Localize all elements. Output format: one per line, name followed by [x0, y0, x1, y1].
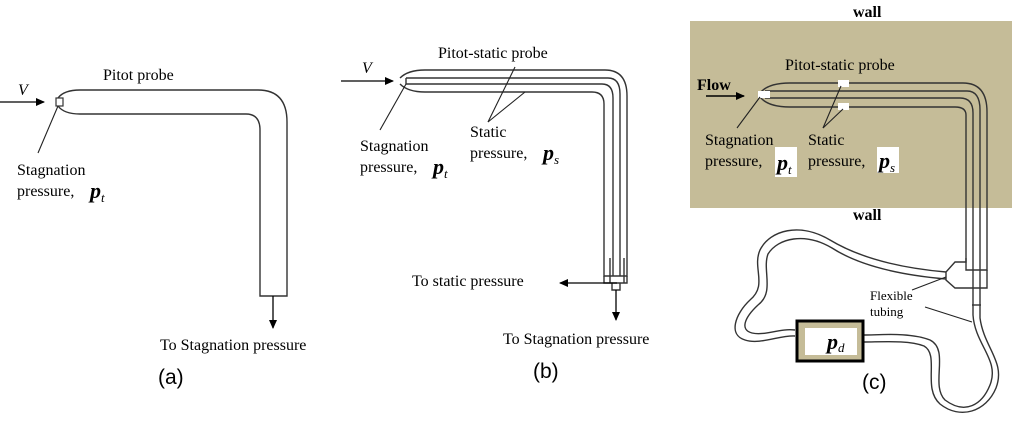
stagnation-label-c-1: Stagnation — [705, 132, 773, 149]
stagnation-leader-c — [736, 96, 761, 129]
stagnation-port-a — [55, 97, 64, 107]
stagnation-label-b-1: Stagnation — [360, 138, 428, 155]
ps-symbol-b: ps — [541, 140, 559, 167]
stagnation-outlet-label-b: To Stagnation pressure — [503, 331, 649, 348]
static-connector-c — [945, 258, 988, 289]
caption-b: (b) — [533, 360, 559, 383]
tubing-leader-2 — [924, 306, 973, 323]
wall-bottom-label: wall — [853, 207, 882, 224]
wall-top-label: wall — [853, 4, 882, 21]
static-leader-c-2 — [822, 108, 844, 129]
static-label-b-1: Static — [470, 124, 506, 141]
stagnation-port-c — [758, 91, 770, 98]
tubing-label-1: Flexible — [870, 288, 913, 303]
pitot-static-inner-tube-b — [406, 77, 621, 276]
stagnation-label-b-2: pressure, — [360, 159, 417, 176]
stagnation-leader-a — [37, 105, 59, 154]
pitot-static-inner-c — [765, 90, 981, 305]
flow-channel — [690, 21, 1012, 208]
stagnation-label-c-2: pressure, — [705, 153, 762, 170]
stagnation-label-a-1: Stagnation — [17, 162, 85, 179]
caption-a: (a) — [158, 366, 184, 389]
tubing-leader-1 — [911, 276, 947, 291]
tubing-label-2: tubing — [870, 304, 904, 319]
flexible-tubing-stagnation-inner — [863, 305, 1000, 413]
pt-symbol-c: pt — [775, 150, 792, 177]
static-port-c-bottom — [838, 103, 849, 110]
static-label-c-1: Static — [808, 132, 844, 149]
pt-symbol-b: pt — [431, 154, 448, 181]
pt-highlight-c — [775, 147, 797, 177]
panel-c: wall wall Flow Pitot-static probe Stagna… — [690, 4, 1012, 413]
pitot-static-probe-c — [759, 82, 988, 271]
ps-highlight-c — [877, 147, 899, 173]
flexible-tubing-static-inner — [744, 237, 947, 335]
static-leader-b-2 — [487, 91, 526, 123]
velocity-symbol-b: V — [362, 60, 374, 77]
velocity-symbol-a: V — [18, 82, 30, 99]
panel-a: V Pitot probe Stagnation pressure, pt To… — [0, 67, 306, 389]
manifold-b — [603, 258, 628, 291]
ps-symbol-c: ps — [877, 148, 895, 175]
flow-label-c: Flow — [697, 77, 731, 94]
static-label-b-2: pressure, — [470, 145, 527, 162]
pitot-static-outer-tube-b — [399, 69, 628, 277]
probe-label-c: Pitot-static probe — [785, 57, 895, 74]
static-port-c-top — [838, 80, 849, 87]
probe-label-b: Pitot-static probe — [438, 45, 548, 62]
flexible-tubing-static — [734, 229, 947, 343]
panel-b: V Pitot-static probe Stagnation pressure… — [341, 45, 649, 383]
static-leader-b-1 — [487, 66, 516, 123]
gauge-display — [805, 328, 857, 355]
pd-symbol: pd — [825, 329, 845, 355]
flexible-tubing-stagnation — [863, 305, 993, 408]
outlet-label-a: To Stagnation pressure — [160, 337, 306, 354]
stagnation-label-a-2: pressure, — [17, 183, 74, 200]
static-outlet-label-b: To static pressure — [412, 273, 524, 290]
caption-c: (c) — [862, 371, 887, 394]
static-leader-c-1 — [822, 85, 842, 129]
pt-symbol-a: pt — [88, 178, 105, 205]
probe-label-a: Pitot probe — [103, 67, 174, 84]
stagnation-leader-b — [379, 83, 407, 131]
static-label-c-2: pressure, — [808, 153, 865, 170]
